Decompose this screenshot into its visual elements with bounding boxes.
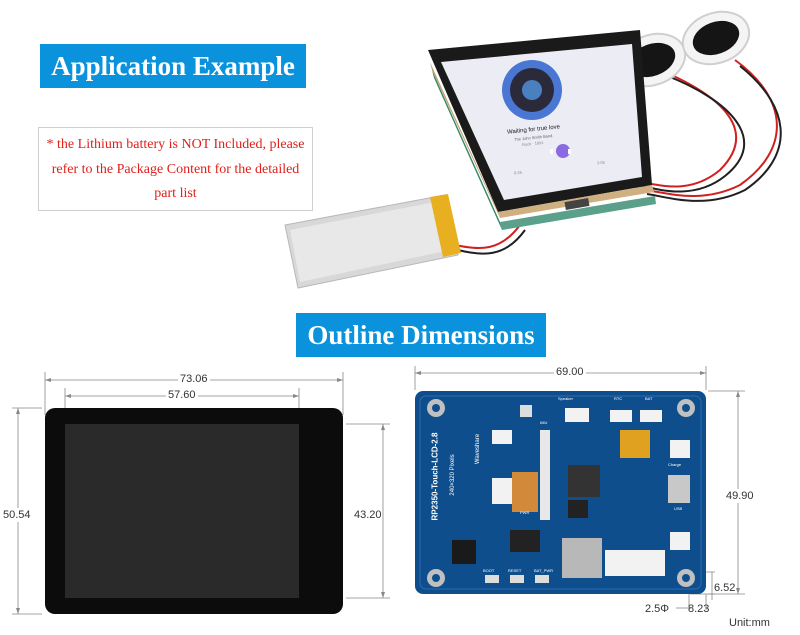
brand-label: Waveshare <box>475 433 481 465</box>
silk-label-usb: USB <box>674 506 683 511</box>
application-example-banner: Application Example <box>40 44 306 88</box>
battery-note-box: * the Lithium battery is NOT Included, p… <box>38 127 313 211</box>
note-line-2: refer to the Package Content for the det… <box>51 162 300 177</box>
front-width-label: 73.06 <box>178 373 210 385</box>
silk-label-imu: IMU <box>540 420 548 425</box>
board-height-label: 49.90 <box>726 489 754 503</box>
offset-x-label: 8.23 <box>688 603 710 615</box>
silk-label-bat-pwr: BAT_PWR <box>534 568 554 573</box>
note-line-1: * the Lithium battery is NOT Included, p… <box>46 137 305 152</box>
front-screen-height-label: 43.20 <box>354 508 382 522</box>
front-view-drawing <box>12 372 390 615</box>
outline-dimensions-banner: Outline Dimensions <box>296 313 546 357</box>
application-illustration <box>284 10 782 289</box>
device-screen <box>441 44 642 200</box>
board-view-drawing <box>414 366 745 610</box>
lithium-battery <box>284 194 461 289</box>
mounting-holes <box>427 399 695 587</box>
silk-label-rtc: RTC <box>614 396 623 401</box>
board-width-label: 69.00 <box>554 366 586 378</box>
time-end: 3:05 <box>596 159 606 166</box>
board-pixels-label: 240×320 Pixels <box>450 454 456 496</box>
hole-diameter-label: 2.5Φ <box>645 603 670 615</box>
board-name-label: RP2350-Touch-LCD-2.8 <box>430 432 440 521</box>
time-start: 0:26 <box>513 169 523 176</box>
speaker-right <box>681 10 751 66</box>
front-height-label: 50.54 <box>3 508 31 522</box>
silk-label-pwr: PWR <box>520 510 530 515</box>
silk-label-reset: RESET <box>508 568 522 573</box>
silk-label-charge: Charge <box>668 462 682 467</box>
silk-label-boot: BOOT <box>483 568 495 573</box>
silk-label-speaker: Speaker <box>558 396 573 401</box>
note-line-3: part list <box>154 186 197 201</box>
offset-y-label: 6.52 <box>714 582 736 594</box>
unit-label: Unit:mm <box>729 617 770 629</box>
front-screen-width-label: 57.60 <box>166 389 198 401</box>
silk-label-bat: BAT <box>645 396 653 401</box>
